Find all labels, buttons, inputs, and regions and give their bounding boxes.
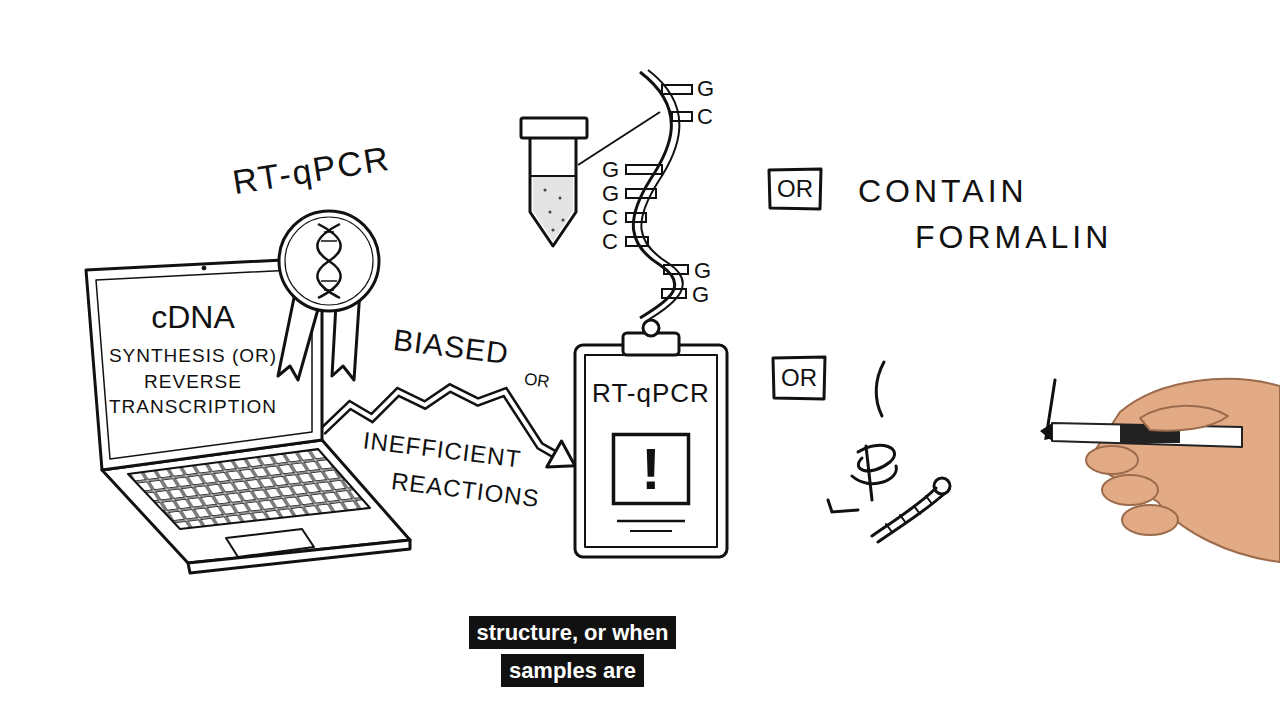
award-badge: RT-qPCR bbox=[276, 208, 382, 314]
drawing-hand bbox=[1040, 379, 1280, 562]
liquid-level bbox=[531, 175, 575, 177]
badge-ring bbox=[285, 217, 373, 305]
or-frame bbox=[769, 169, 821, 209]
base-letter: G bbox=[692, 283, 709, 307]
clip-ring bbox=[643, 320, 659, 336]
hand-finger bbox=[1122, 505, 1178, 535]
node-heading: OR bbox=[781, 366, 817, 390]
touchpad bbox=[226, 529, 314, 557]
webcam-dot bbox=[202, 266, 206, 270]
screen-frame bbox=[86, 258, 322, 470]
edge-note: INEFFICIENT REACTIONS bbox=[389, 425, 575, 521]
node-text: SYNTHESIS (OR) REVERSE TRANSCRIPTION bbox=[104, 343, 282, 420]
clipboard-drawing bbox=[575, 320, 727, 557]
tube-dot bbox=[562, 219, 565, 222]
badge-drawing bbox=[278, 211, 379, 380]
tube-dot bbox=[559, 197, 562, 200]
or-word: OR bbox=[523, 370, 551, 392]
screen-drawing bbox=[86, 258, 322, 470]
arrow-head bbox=[547, 441, 575, 467]
partial-sketch bbox=[828, 362, 1075, 542]
node-heading: RT-qPCR bbox=[230, 140, 393, 202]
sketch-rungs bbox=[886, 496, 932, 532]
or-box: OR bbox=[768, 168, 822, 210]
base-letter: C bbox=[602, 206, 618, 230]
node-heading: RT-qPCR bbox=[583, 379, 719, 408]
tube-body bbox=[530, 138, 576, 246]
tube-dot bbox=[544, 189, 547, 192]
note-text: CONTAIN FORMALIN bbox=[915, 168, 1130, 260]
node-heading: ! bbox=[641, 440, 660, 498]
badge-helix bbox=[317, 224, 340, 298]
hand-finger bbox=[1086, 446, 1138, 474]
warning-frame bbox=[614, 435, 689, 504]
edge-label: BIASED bbox=[388, 323, 513, 372]
tube-cap bbox=[521, 118, 587, 138]
award-badge-outline bbox=[276, 208, 382, 314]
sketch-ladder bbox=[872, 488, 944, 542]
marker-tip bbox=[1040, 423, 1052, 441]
tube-dot bbox=[549, 211, 552, 214]
sketch-helix bbox=[858, 445, 895, 471]
badge-rungs bbox=[321, 232, 337, 290]
base-letter: G bbox=[697, 77, 714, 101]
tube-dot bbox=[552, 229, 555, 232]
sketch-helix bbox=[852, 446, 896, 500]
screen-bezel bbox=[96, 269, 312, 459]
subtitle-box: structure, or when samples are bbox=[440, 614, 705, 690]
badge-disc bbox=[279, 211, 379, 311]
tube-liquid bbox=[533, 176, 573, 241]
subtitle-text: structure, or when samples are bbox=[469, 616, 677, 687]
dna-helix bbox=[626, 70, 692, 320]
test-tube bbox=[521, 118, 587, 246]
hand-finger bbox=[1102, 475, 1158, 505]
base-letter: C bbox=[697, 105, 713, 129]
dna-strand bbox=[633, 72, 674, 318]
text-line bbox=[617, 520, 685, 523]
clipboard-board bbox=[575, 345, 727, 557]
warning-box: ! bbox=[612, 433, 690, 505]
hand-thumb bbox=[1140, 406, 1228, 431]
dna-strand bbox=[641, 70, 682, 320]
sketch-stroke bbox=[876, 362, 884, 416]
text-line bbox=[630, 530, 672, 532]
sketch-loop bbox=[934, 478, 950, 494]
sketch-stroke bbox=[828, 500, 858, 512]
base-letter: G bbox=[602, 182, 619, 206]
base-letter: G bbox=[602, 158, 619, 182]
or-frame bbox=[773, 357, 825, 399]
base-letter: C bbox=[602, 230, 618, 254]
node-heading: OR bbox=[777, 177, 813, 201]
or-box: OR bbox=[772, 356, 826, 400]
base-letter: G bbox=[694, 259, 711, 283]
clipboard: RT-qPCR! bbox=[575, 345, 727, 557]
node-heading: cDNA bbox=[104, 300, 282, 335]
badge-helix bbox=[317, 224, 340, 298]
base-bar bbox=[672, 112, 692, 121]
